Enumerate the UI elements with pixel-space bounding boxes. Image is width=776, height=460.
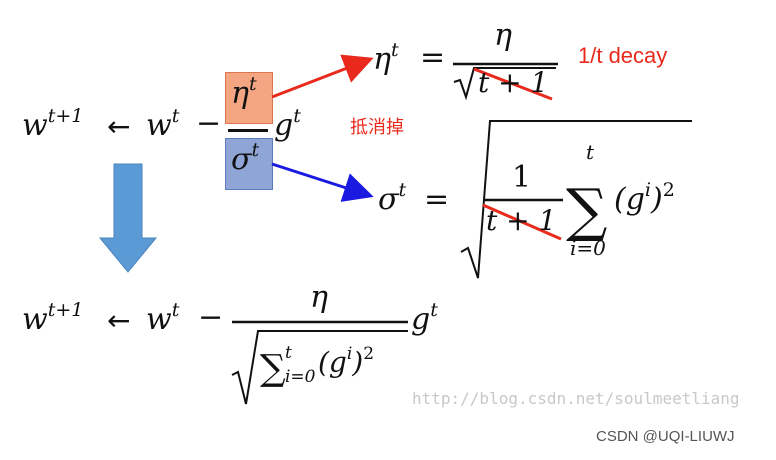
sigma-def-term-g: (g bbox=[614, 182, 645, 217]
sigma-def-equals: = bbox=[424, 182, 450, 217]
result-numerator: η bbox=[310, 280, 328, 315]
result-arrow: ← bbox=[107, 304, 131, 337]
sigma-def-term-close: ) bbox=[651, 182, 663, 217]
sigma-def-term: (gi)2 bbox=[614, 179, 675, 217]
top-g-sup: t bbox=[293, 105, 301, 127]
sigma-den-strike bbox=[482, 203, 562, 241]
eta-def-eta: η bbox=[373, 42, 391, 77]
result-den-sup: i bbox=[346, 344, 353, 364]
top-arrow: ← bbox=[107, 110, 131, 143]
decay-label: 1/t decay bbox=[578, 43, 668, 68]
result-g-term: gt bbox=[411, 299, 438, 337]
sigma-def-sum-lower: i=0 bbox=[570, 236, 606, 260]
sigma-def-sum-upper: t bbox=[586, 140, 595, 164]
watermark-url: http://blog.csdn.net/soulmeetliang bbox=[412, 389, 740, 408]
sigma-def-lhs: σt bbox=[378, 179, 407, 217]
eta-def-numerator: η bbox=[494, 18, 512, 53]
result-minus: − bbox=[198, 300, 224, 335]
result-sum-sup: t bbox=[285, 343, 292, 363]
down-arrow bbox=[98, 163, 158, 273]
result-lhs-sup: t+1 bbox=[47, 299, 84, 321]
sigma-def-sup: t bbox=[398, 179, 407, 201]
top-lhs-sup: t+1 bbox=[47, 105, 84, 127]
result-lhs: wt+1 bbox=[22, 299, 84, 337]
credit-label: CSDN @UQI-LIUWJ bbox=[596, 428, 735, 445]
eta-def-equals: = bbox=[420, 40, 446, 75]
top-w-term: wt bbox=[146, 105, 180, 143]
eta-def-denominator: t + 1 bbox=[478, 66, 549, 99]
eta-sup: t bbox=[248, 73, 257, 95]
sigma-def-sum-sign: ∑ bbox=[566, 176, 607, 244]
top-lhs-w: w bbox=[22, 108, 48, 143]
result-sum-sub: i=0 bbox=[285, 367, 316, 387]
top-fraction-bar bbox=[228, 129, 268, 132]
sigma-def-term-pow: 2 bbox=[662, 179, 675, 201]
cancel-label: 抵消掉 bbox=[350, 117, 404, 138]
sigma-box-label: σt bbox=[231, 139, 260, 177]
blue-arrow bbox=[271, 162, 374, 202]
top-w-sup: t bbox=[171, 105, 180, 127]
red-arrow bbox=[271, 54, 374, 99]
sigma-def-sigma: σ bbox=[378, 182, 399, 217]
eta-def-sup: t bbox=[390, 39, 399, 61]
result-sum-sign: ∑ bbox=[260, 348, 286, 389]
eta-def-lhs: ηt bbox=[373, 39, 399, 77]
result-w-sup: t bbox=[171, 299, 180, 321]
result-w-term: wt bbox=[146, 299, 180, 337]
sigma-symbol: σ bbox=[231, 142, 252, 177]
top-minus: − bbox=[196, 106, 222, 141]
result-lhs-w: w bbox=[22, 302, 48, 337]
result-sqrt bbox=[231, 330, 408, 405]
sigma-def-sqrt bbox=[460, 120, 692, 279]
sigma-sup: t bbox=[251, 139, 260, 161]
sigma-def-frac-den: t + 1 bbox=[486, 204, 557, 237]
result-den-g: (g bbox=[318, 346, 347, 379]
top-g: g bbox=[274, 108, 294, 143]
top-g-term: gt bbox=[274, 105, 301, 143]
eta-symbol: η bbox=[231, 76, 249, 111]
result-w: w bbox=[146, 302, 172, 337]
sigma-def-frac-num: 1 bbox=[512, 160, 532, 195]
result-g: g bbox=[411, 302, 431, 337]
eta-def-sqrt bbox=[453, 67, 556, 101]
result-g-sup: t bbox=[430, 299, 438, 321]
result-den-close: ) bbox=[352, 346, 364, 379]
top-update-equation: wt+1 bbox=[22, 105, 84, 143]
top-w: w bbox=[146, 108, 172, 143]
eta-box bbox=[225, 72, 273, 124]
result-den-term: (gi)2 bbox=[318, 344, 375, 379]
eta-den-strike bbox=[473, 67, 553, 101]
result-den-pow: 2 bbox=[363, 344, 375, 364]
sigma-def-term-sup: i bbox=[644, 179, 651, 201]
eta-box-label: ηt bbox=[231, 73, 257, 111]
